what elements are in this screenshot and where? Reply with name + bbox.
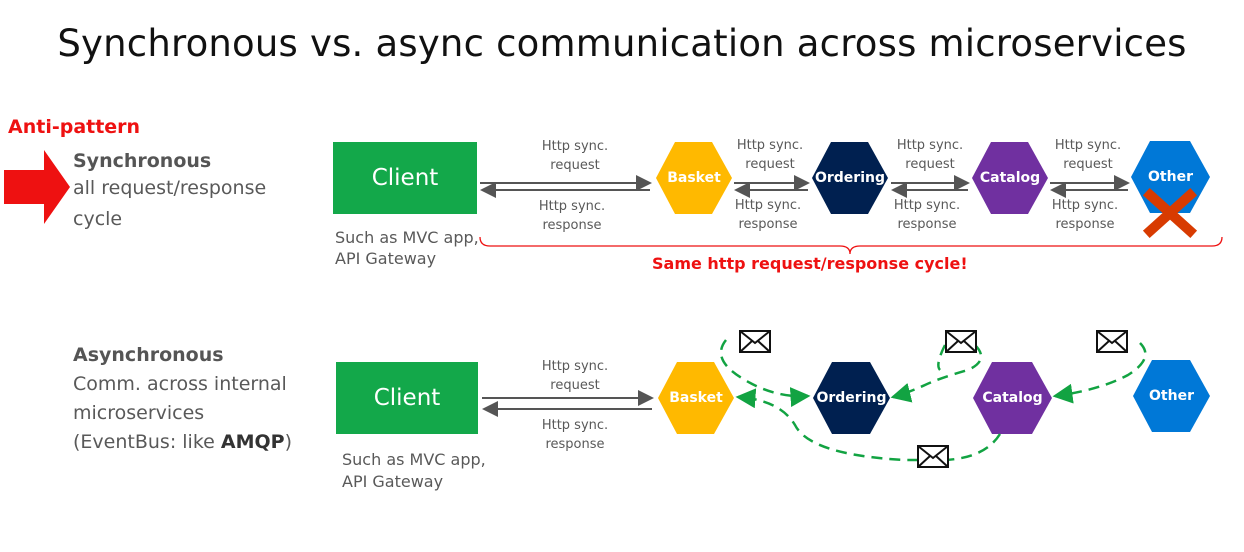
sync-client-box: Client — [333, 142, 477, 214]
sync-request-label: Http sync. request — [736, 138, 804, 172]
envelope-icon — [739, 330, 771, 353]
sync-response-label: Http sync. response — [734, 198, 802, 232]
event-path-catalog-ordering — [890, 344, 983, 403]
sync-response-label: Http sync. response — [1051, 198, 1119, 232]
basket-hexagon — [656, 142, 732, 214]
envelope-icon — [945, 330, 977, 353]
sync-desc-1: all request/response — [73, 177, 267, 199]
async-desc-2: microservices — [73, 402, 205, 424]
sync-client-caption-2: API Gateway — [335, 249, 437, 268]
event-path-other-catalog — [1052, 342, 1147, 404]
sync-heading: Synchronous — [73, 150, 212, 172]
sync-ordering-label: Ordering — [814, 170, 885, 186]
async-catalog-label: Catalog — [982, 390, 1043, 406]
envelope-icon — [1096, 330, 1128, 353]
event-path-catalog-ordering-2 — [937, 344, 947, 371]
envelope-icon — [917, 445, 949, 468]
basket-hexagon — [658, 362, 734, 434]
page-title: Synchronous vs. async communication acro… — [57, 22, 1187, 65]
sync-basket-label: Basket — [667, 170, 721, 186]
ordering-hexagon — [813, 362, 890, 434]
sync-desc-2: cycle — [73, 208, 123, 230]
arrow-right-icon — [4, 150, 70, 224]
cross-icon — [1142, 187, 1198, 239]
sync-request-label: Http sync. request — [541, 139, 609, 173]
ordering-hexagon — [812, 142, 888, 214]
async-request-label: Http sync. request — [541, 359, 609, 393]
sync-catalog-label: Catalog — [979, 170, 1041, 186]
async-basket-label: Basket — [669, 390, 723, 406]
async-heading: Asynchronous — [73, 344, 224, 366]
async-client-caption-2: API Gateway — [342, 472, 444, 491]
sync-response-label: Http sync. response — [893, 198, 961, 232]
cycle-note: Same http request/response cycle! — [652, 254, 968, 273]
async-ordering-label: Ordering — [816, 390, 887, 406]
sync-response-label: Http sync. response — [538, 199, 606, 233]
async-client-caption-1: Such as MVC app, — [342, 450, 486, 469]
catalog-hexagon — [973, 362, 1052, 434]
sync-request-label: Http sync. request — [1054, 138, 1122, 172]
event-path-basket-ordering — [719, 339, 811, 408]
sync-request-label: Http sync. request — [896, 138, 964, 172]
async-other-label: Other — [1149, 388, 1194, 404]
async-desc-1: Comm. across internal — [73, 373, 287, 395]
async-client-box: Client — [336, 362, 478, 434]
cycle-brace — [479, 236, 1223, 255]
sync-other-label: Other — [1148, 169, 1193, 185]
catalog-hexagon — [972, 142, 1048, 214]
other-hexagon — [1133, 360, 1210, 432]
anti-pattern-label: Anti-pattern — [8, 116, 141, 138]
async-desc-3: (EventBus: like AMQP) — [73, 431, 292, 453]
sync-client-caption-1: Such as MVC app, — [335, 228, 479, 247]
async-response-label: Http sync. response — [541, 418, 609, 452]
